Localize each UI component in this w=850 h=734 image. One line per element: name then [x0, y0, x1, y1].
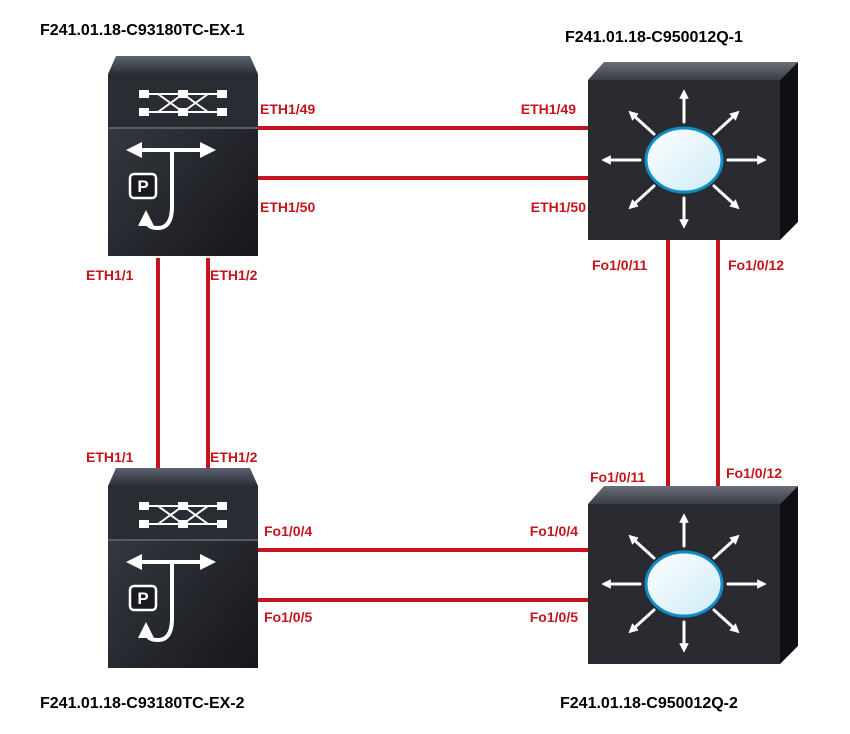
port-label: ETH1/49 — [521, 101, 576, 117]
layer3-switch-icon[interactable] — [588, 486, 798, 664]
nexus-switch-icon[interactable] — [108, 468, 258, 668]
port-label: Fo1/0/4 — [264, 523, 312, 539]
port-label: ETH1/50 — [531, 199, 586, 215]
port-label: ETH1/1 — [86, 449, 134, 465]
port-label: Fo1/0/5 — [264, 609, 312, 625]
port-label: ETH1/2 — [210, 267, 258, 283]
port-label: Fo1/0/12 — [728, 257, 784, 273]
port-label: Fo1/0/5 — [530, 609, 578, 625]
links-layer — [156, 126, 720, 602]
port-label: ETH1/49 — [260, 101, 315, 117]
port-label: ETH1/1 — [86, 267, 134, 283]
port-label: Fo1/0/12 — [726, 465, 782, 481]
device-title-nexus1: F241.01.18-C93180TC-EX-1 — [40, 22, 245, 39]
nexus-switch-icon[interactable] — [108, 56, 258, 256]
port-label: Fo1/0/11 — [590, 469, 645, 485]
port-label: ETH1/2 — [210, 449, 258, 465]
port-label: Fo1/0/4 — [530, 523, 578, 539]
port-label: Fo1/0/11 — [592, 257, 647, 273]
layer3-switch-icon[interactable] — [588, 62, 798, 240]
device-title-nexus2: F241.01.18-C93180TC-EX-2 — [40, 695, 245, 712]
port-label: ETH1/50 — [260, 199, 315, 215]
device-title-cat2: F241.01.18-C950012Q-2 — [560, 695, 738, 712]
device-title-cat1: F241.01.18-C950012Q-1 — [565, 29, 743, 46]
